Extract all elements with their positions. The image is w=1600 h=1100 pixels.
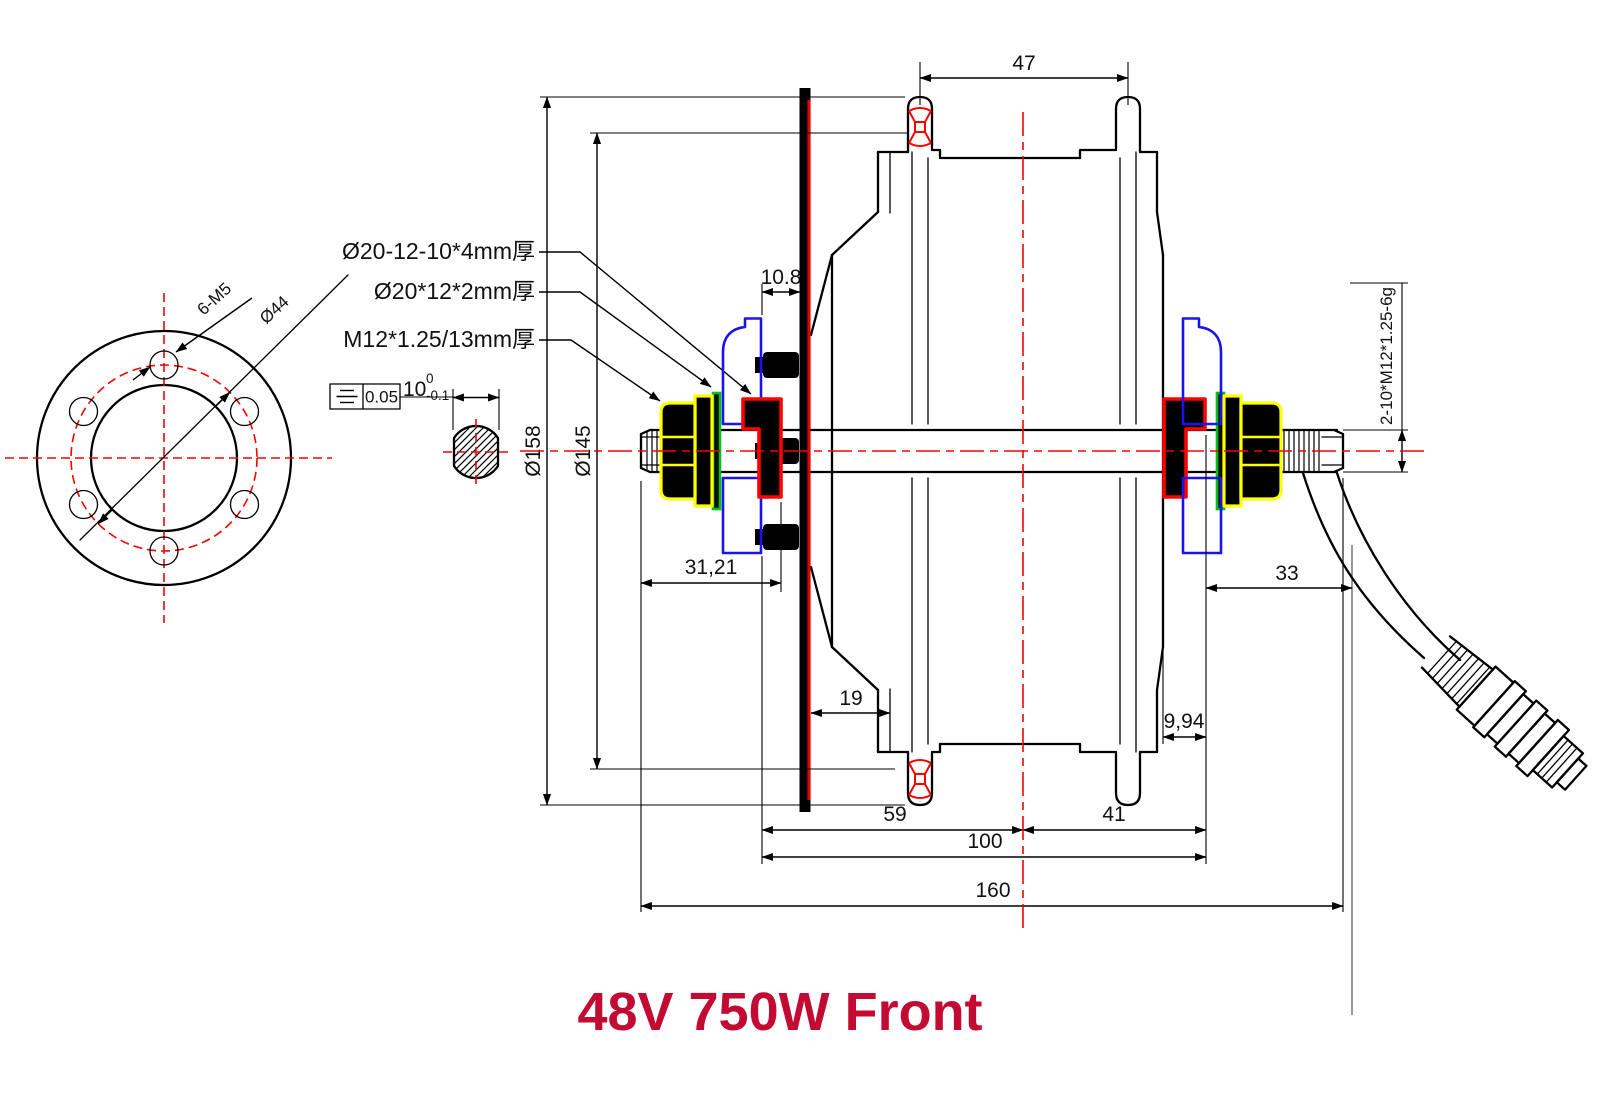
leader-washer xyxy=(539,291,712,388)
spoke-hole-hatch-top xyxy=(908,107,932,147)
cable-inner-edge xyxy=(1301,471,1426,660)
dimension-flange-spacing: 47 xyxy=(919,52,1129,105)
left-dropout-upper xyxy=(721,317,763,426)
dimension-thread-spec: 2-10*M12*1.25-6g xyxy=(1343,282,1408,473)
left-dropout-lower xyxy=(721,476,763,555)
hole-callout-label: 6-M5 xyxy=(194,279,235,319)
left-axle-nut xyxy=(659,394,714,508)
hole-leader xyxy=(175,297,253,353)
svg-text:33: 33 xyxy=(1275,562,1298,585)
dimension-shell-dia: Ø158 xyxy=(522,96,905,806)
dimension-center-right: 41 xyxy=(1022,803,1207,835)
right-red-spacer xyxy=(1162,397,1207,499)
svg-text:47: 47 xyxy=(1012,52,1035,75)
svg-text:59: 59 xyxy=(883,803,906,826)
right-fastener-stack xyxy=(1162,317,1283,555)
svg-text:10.8: 10.8 xyxy=(761,266,802,289)
svg-text:2-10*M12*1.25-6g: 2-10*M12*1.25-6g xyxy=(1377,287,1396,425)
svg-text:31,21: 31,21 xyxy=(685,556,738,579)
drawing-title: 48V 750W Front xyxy=(577,982,982,1042)
dimension-left-axle: 31,21 xyxy=(640,502,782,592)
flat-width-tol-lower: -0.1 xyxy=(426,388,449,403)
spoke-hole-hatch-bottom xyxy=(908,759,932,799)
dia-arrow-1 xyxy=(214,391,231,408)
flange-detail-view: 6-M5 Ø44 xyxy=(5,274,349,623)
dimension-center-left: 59 xyxy=(761,556,1024,864)
svg-text:100: 100 xyxy=(967,830,1002,853)
left-red-spacer xyxy=(741,397,783,499)
svg-text:41: 41 xyxy=(1102,803,1125,826)
dia-arrow-2 xyxy=(97,508,114,525)
left-fastener-stack xyxy=(659,317,783,555)
cable-outer-edge xyxy=(1335,471,1462,662)
svg-text:19: 19 xyxy=(839,687,862,710)
diameter-leader-line xyxy=(79,274,349,541)
cable-connector xyxy=(1301,471,1588,1015)
centerlines xyxy=(520,112,1430,932)
flange-plate-lines xyxy=(911,151,1137,753)
callout-nut-label: M12*1.25/13mm厚 xyxy=(343,326,535,352)
svg-text:160: 160 xyxy=(975,879,1010,902)
dimension-right-axle: 33 xyxy=(1205,435,1353,864)
flat-width-tol-upper: 0 xyxy=(426,371,434,386)
leader-spacer xyxy=(539,251,752,395)
symmetry-icon xyxy=(336,389,358,404)
dimension-total-length: 160 xyxy=(640,478,1344,912)
tolerance-value: 0.05 xyxy=(365,388,398,407)
right-dropout-upper xyxy=(1181,317,1223,426)
flat-width-dim: 10 xyxy=(403,378,426,401)
dimension-disc-clearance: 19 xyxy=(810,687,891,718)
dimension-disc-gap: 10.8 xyxy=(761,266,802,315)
dimension-dropout-span: 100 xyxy=(761,830,1207,862)
bolt-circle-label: Ø44 xyxy=(256,292,293,328)
right-dropout-lower xyxy=(1181,476,1223,555)
motor-body xyxy=(809,95,1182,807)
main-section-view: 47 10.8 Ø158 Ø145 xyxy=(520,52,1588,1015)
dimension-cover-gap: 9,94 xyxy=(1162,650,1207,744)
callout-spacer-label: Ø20-12-10*4mm厚 xyxy=(342,238,535,264)
svg-text:9,94: 9,94 xyxy=(1164,710,1205,733)
bolt-holes xyxy=(68,350,260,566)
connector-plug xyxy=(1420,635,1588,791)
hole-leader-2 xyxy=(132,366,151,381)
callout-washer-label: Ø20*12*2mm厚 xyxy=(374,278,535,304)
shaft-section-view: 0.05 10 0 -0.1 xyxy=(329,371,512,485)
leader-nut xyxy=(539,339,661,402)
